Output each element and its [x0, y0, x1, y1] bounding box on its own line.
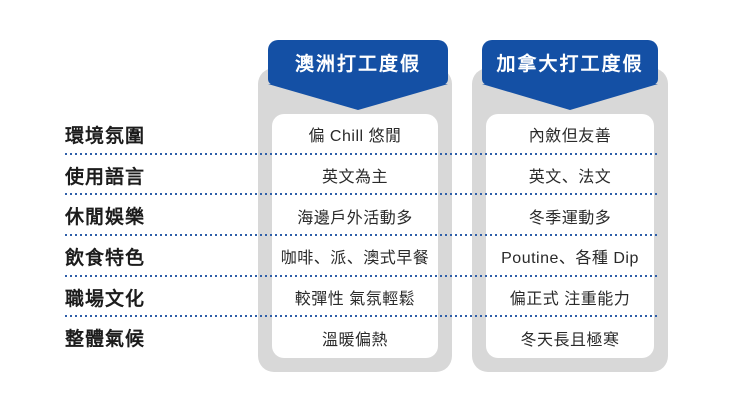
canada-value: 內斂但友善 [528, 128, 612, 146]
table-row-climate: 整體氣候 溫暖偏熱 冬天長且極寒 [65, 317, 668, 358]
canada-value: 偏正式 注重能力 [509, 291, 631, 309]
australia-values-panel [272, 114, 438, 358]
australia-value: 英文為主 [321, 169, 388, 186]
canada-value: 冬天長且極寒 [520, 331, 620, 349]
canada-header-label: 加拿大打工度假 [496, 54, 644, 75]
canada-ribbon-point [482, 84, 658, 110]
canada-value: Poutine、各種 Dip [501, 250, 639, 268]
australia-header-ribbon: 澳洲打工度假 [268, 40, 448, 85]
comparison-rows: 環境氛圍 偏 Chill 悠閒 內斂但友善 使用語言 英文為主 英文、法文 休閒… [65, 114, 668, 358]
australia-value: 較彈性 氣氛輕鬆 [294, 291, 416, 309]
australia-ribbon-point [268, 84, 448, 110]
table-row-language: 使用語言 英文為主 英文、法文 [65, 155, 668, 196]
australia-header-banner: 澳洲打工度假 [268, 40, 448, 110]
row-label: 休閒娛樂 [65, 207, 146, 229]
canada-header-banner: 加拿大打工度假 [482, 40, 658, 110]
australia-value: 海邊戶外活動多 [297, 209, 413, 227]
australia-value: 溫暖偏熱 [321, 331, 388, 349]
row-label: 職場文化 [65, 288, 146, 310]
row-label: 使用語言 [65, 166, 146, 188]
australia-value: 偏 Chill 悠閒 [308, 128, 402, 146]
table-row-food: 飲食特色 咖啡、派、澳式早餐 Poutine、各種 Dip [65, 236, 668, 277]
table-row-environment: 環境氛圍 偏 Chill 悠閒 內斂但友善 [65, 114, 668, 155]
table-row-workplace: 職場文化 較彈性 氣氛輕鬆 偏正式 注重能力 [65, 277, 668, 318]
canada-value: 冬季運動多 [528, 209, 612, 227]
row-label: 飲食特色 [65, 247, 146, 269]
row-label: 整體氣候 [65, 329, 146, 351]
canada-value: 英文、法文 [528, 169, 612, 186]
canada-header-ribbon: 加拿大打工度假 [482, 40, 658, 85]
row-label: 環境氛圍 [65, 125, 146, 147]
table-row-leisure: 休閒娛樂 海邊戶外活動多 冬季運動多 [65, 195, 668, 236]
canada-values-panel [486, 114, 654, 358]
australia-header-label: 澳洲打工度假 [294, 54, 421, 75]
australia-value: 咖啡、派、澳式早餐 [280, 250, 430, 268]
